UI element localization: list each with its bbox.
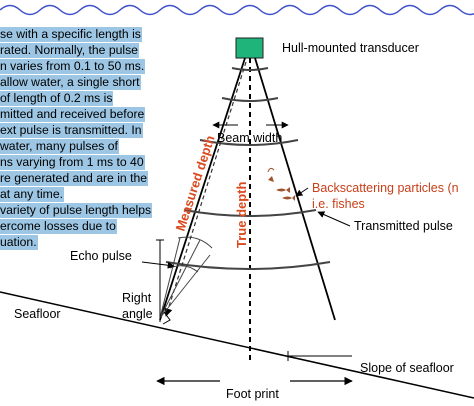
pulse-arc bbox=[165, 261, 331, 270]
seafloor-label: Seafloor bbox=[14, 307, 61, 321]
paragraph-line: re generated and are in the bbox=[0, 171, 149, 186]
true-depth-label: True depth bbox=[234, 181, 249, 248]
paragraph-line: ercome losses due to bbox=[0, 219, 117, 234]
paragraph-line: ns varying from 1 ms to 40 bbox=[0, 155, 145, 170]
footprint-label: Foot print bbox=[226, 387, 279, 401]
beam-right-edge bbox=[254, 57, 336, 321]
echo-pulse-arrow bbox=[141, 261, 175, 269]
paragraph-line: water, many pulses of bbox=[0, 139, 119, 154]
transmitted-pulse-label: Transmitted pulse bbox=[354, 219, 453, 233]
paragraph-line: n varies from 0.1 to 50 ms. bbox=[0, 59, 146, 74]
right-angle-marker bbox=[162, 311, 171, 325]
paragraph-line: uation. bbox=[0, 235, 38, 250]
right-angle-label: Right bbox=[122, 291, 152, 305]
beam-left-edge bbox=[159, 57, 246, 321]
transducer-label: Hull-mounted transducer bbox=[282, 41, 419, 55]
slope-label: Slope of seafloor bbox=[360, 361, 454, 375]
paragraph-line: of length of 0.2 ms is bbox=[0, 91, 114, 106]
sea-surface-wave bbox=[0, 4, 474, 16]
paragraph-line: rated. Normally, the pulse bbox=[0, 43, 139, 58]
transmitted-pulse-arrow bbox=[317, 211, 351, 227]
seafloor-line bbox=[0, 291, 474, 399]
pulse-arc bbox=[221, 97, 279, 102]
echo-pulse-label: Echo pulse bbox=[70, 249, 132, 263]
measured-depth-label: Measured depth bbox=[173, 133, 218, 232]
paragraph-line: mitted and received before bbox=[0, 107, 146, 122]
beam-width-label: Beam width bbox=[217, 131, 282, 145]
echo-arc bbox=[177, 236, 213, 249]
paragraph-line: variety of pulse length helps bbox=[0, 203, 153, 218]
pulse-arc bbox=[199, 139, 299, 146]
echo-ray bbox=[159, 237, 181, 319]
echo-ray bbox=[159, 254, 211, 319]
fish-icon bbox=[267, 167, 295, 201]
measured-depth-line bbox=[164, 61, 247, 317]
right-angle-sub-label: angle bbox=[122, 307, 153, 321]
transducer-box bbox=[235, 37, 264, 59]
paragraph-line: ext pulse is transmitted. In bbox=[0, 123, 143, 138]
echo-ray bbox=[159, 239, 201, 319]
backscatter-arrow bbox=[295, 187, 309, 197]
paragraph-line: se with a specific length is bbox=[0, 27, 142, 42]
pulse-arc bbox=[231, 67, 269, 71]
paragraph-line: at any time. bbox=[0, 187, 64, 202]
backscattering-sub-label: i.e. fishes bbox=[312, 197, 365, 211]
backscattering-label: Backscattering particles (n bbox=[312, 181, 459, 195]
paragraph-line: allow water, a single short bbox=[0, 75, 141, 90]
